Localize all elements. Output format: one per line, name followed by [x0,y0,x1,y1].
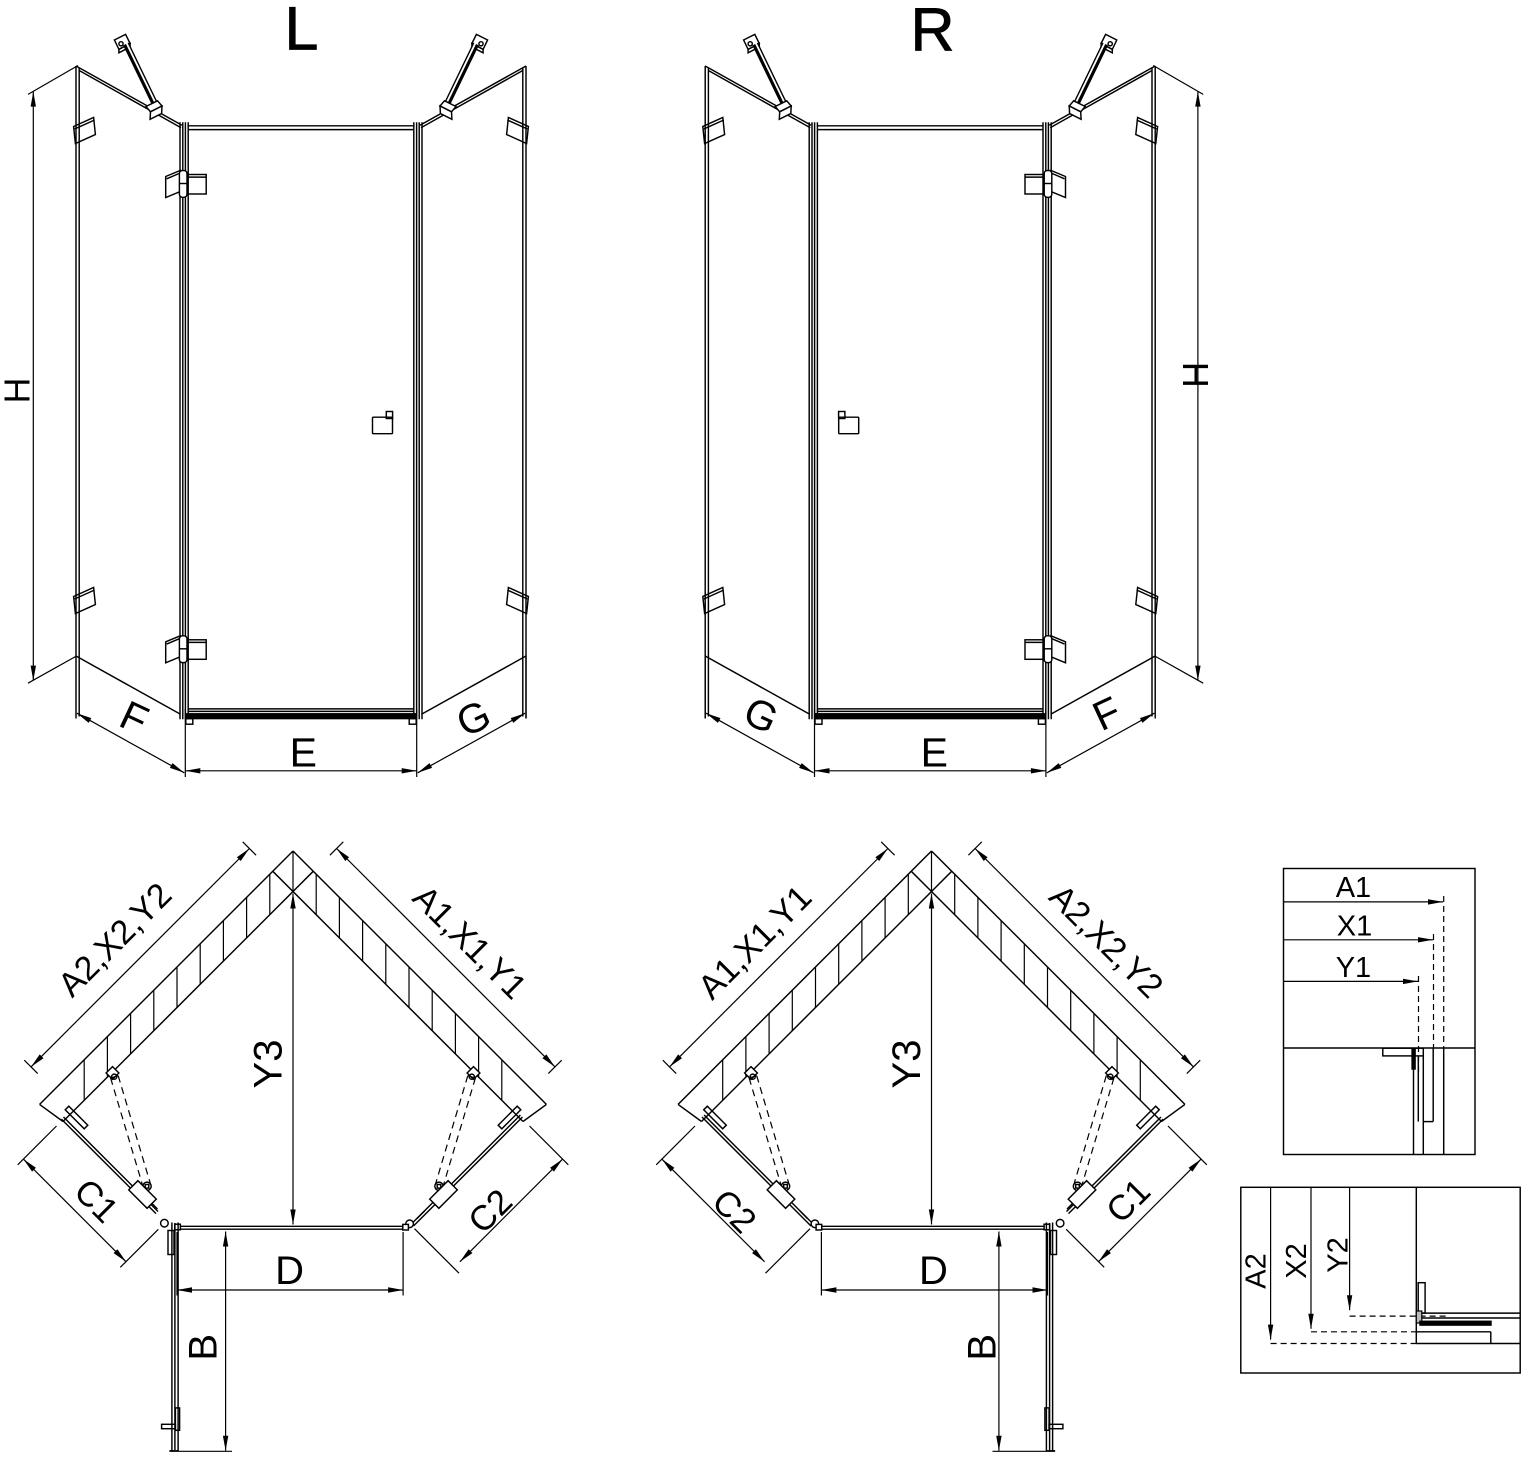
svg-text:B: B [182,1334,226,1361]
svg-text:H: H [1175,362,1216,388]
svg-text:H: H [0,378,38,404]
svg-text:R: R [911,0,955,64]
svg-text:Y3: Y3 [885,1040,929,1089]
svg-text:E: E [290,730,317,776]
svg-text:Y1: Y1 [1336,952,1371,984]
svg-text:Y3: Y3 [247,1040,291,1089]
svg-text:D: D [919,1249,948,1293]
svg-text:X2: X2 [1281,1243,1313,1278]
svg-text:X1: X1 [1337,910,1372,942]
svg-text:B: B [961,1334,1005,1361]
svg-text:A1: A1 [1336,872,1371,904]
svg-text:A2: A2 [1241,1253,1273,1288]
svg-text:L: L [285,0,319,63]
svg-text:E: E [921,730,948,776]
svg-text:Y2: Y2 [1323,1237,1355,1272]
svg-text:D: D [275,1249,304,1293]
